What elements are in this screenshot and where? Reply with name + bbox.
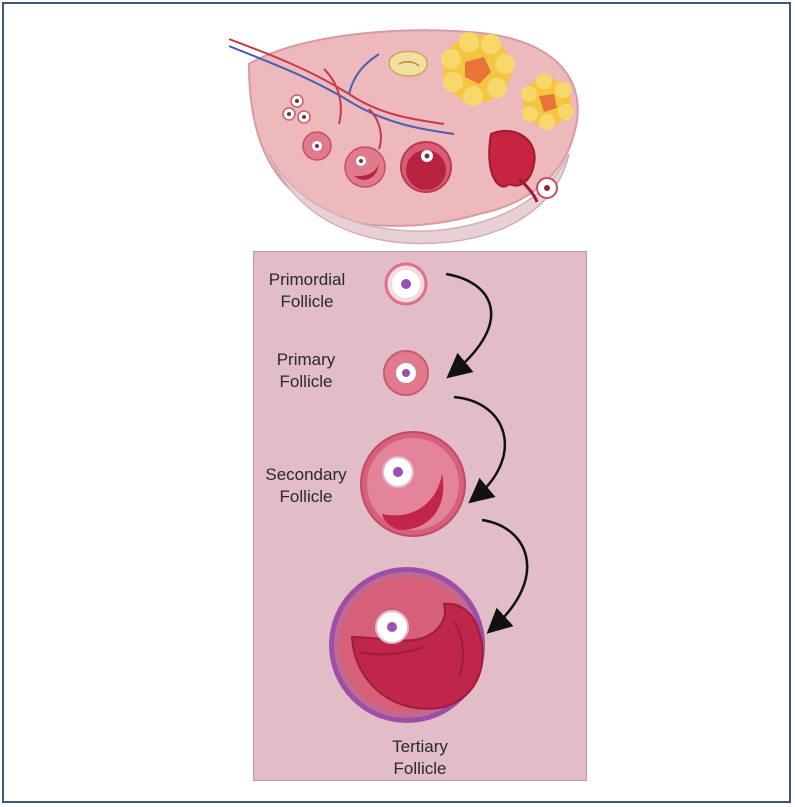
blood-vessels [229, 38, 455, 150]
corpus-albicans [388, 50, 428, 77]
corpus-luteum-small [521, 73, 574, 130]
secondary-follicle-in-ovary [344, 146, 386, 188]
ovary-illustration [229, 29, 579, 245]
label-tertiary-line2: Follicle [393, 759, 447, 778]
follicle-stages-panel: Primordial Follicle Primary Follicle Sec… [253, 251, 587, 781]
primordial-follicles-cluster [282, 94, 311, 124]
tertiary-follicle [329, 567, 485, 723]
label-tertiary-follicle: Tertiary Follicle [372, 736, 468, 780]
label-primary-line1: Primary [276, 350, 336, 369]
primary-follicle-in-ovary [302, 131, 332, 161]
label-tertiary-line1: Tertiary [392, 737, 448, 756]
tertiary-follicle-in-ovary [400, 141, 452, 193]
primary-follicle [383, 350, 429, 396]
ovulating-follicle [488, 129, 558, 203]
label-primordial-line2: Follicle [280, 292, 334, 311]
follicle-stages-graphics [329, 262, 529, 723]
label-primary-line2: Follicle [279, 372, 333, 391]
arrow-primordial-to-primary [445, 272, 493, 379]
label-secondary-line1: Secondary [265, 465, 347, 484]
label-secondary-follicle: Secondary Follicle [256, 464, 356, 508]
label-secondary-line2: Follicle [279, 487, 333, 506]
label-primordial-follicle: Primordial Follicle [258, 269, 356, 313]
arrow-primary-to-secondary [453, 395, 507, 504]
secondary-follicle [360, 431, 466, 537]
corpus-luteum-large [441, 32, 515, 106]
primordial-follicle [384, 262, 428, 306]
label-primordial-line1: Primordial [268, 270, 346, 289]
arrow-secondary-to-tertiary [481, 518, 529, 634]
ovary-lower-lobe [268, 153, 570, 245]
label-primary-follicle: Primary Follicle [264, 349, 348, 393]
